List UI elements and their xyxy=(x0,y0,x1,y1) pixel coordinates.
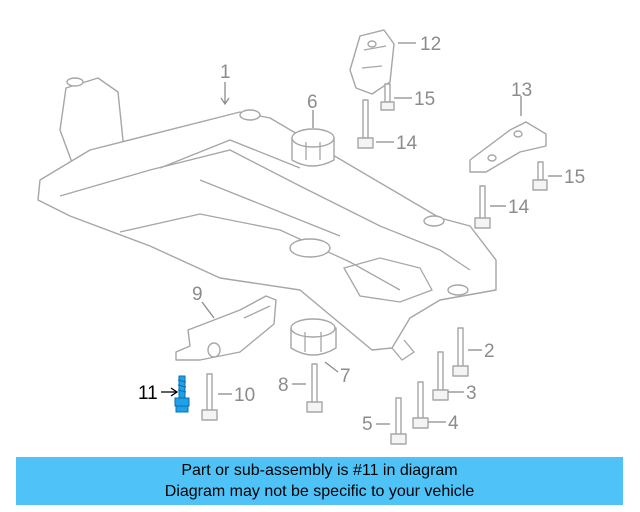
bolt-5 xyxy=(390,397,407,445)
mount-7 xyxy=(290,318,337,356)
bolt-15-right xyxy=(532,161,548,191)
callout-15-upper: 15 xyxy=(414,89,435,110)
leader-lines xyxy=(161,42,562,425)
bolt-8 xyxy=(306,363,323,413)
bolt-11-highlighted xyxy=(174,375,190,413)
info-banner: Part or sub-assembly is #11 in diagram D… xyxy=(16,457,623,505)
callouts: 1 12 15 6 14 13 15 14 9 2 3 4 5 7 8 10 1… xyxy=(138,34,585,435)
bolts xyxy=(201,83,548,445)
callout-4: 4 xyxy=(448,413,459,434)
callout-6: 6 xyxy=(307,92,318,113)
subframe xyxy=(37,77,497,361)
callout-5: 5 xyxy=(362,414,373,435)
callout-13: 13 xyxy=(511,80,532,101)
bolt-15-upper xyxy=(380,83,395,111)
callout-14-right: 14 xyxy=(508,197,530,218)
callout-1: 1 xyxy=(220,62,231,83)
bolt-4 xyxy=(412,381,429,429)
mount-6 xyxy=(291,128,335,167)
bolt-2 xyxy=(452,327,469,377)
callout-14-upper: 14 xyxy=(396,133,418,154)
callout-2: 2 xyxy=(484,341,495,362)
bracket-13 xyxy=(469,121,547,173)
callout-15-right: 15 xyxy=(564,167,585,188)
bracket-9 xyxy=(175,295,277,361)
bolt-14-upper xyxy=(357,99,374,149)
callout-7: 7 xyxy=(340,366,351,387)
bolt-10 xyxy=(201,373,218,421)
callout-9: 9 xyxy=(192,284,203,305)
banner-line-2: Diagram may not be specific to your vehi… xyxy=(164,483,475,500)
callout-11: 11 xyxy=(138,383,158,404)
callout-8: 8 xyxy=(278,375,289,396)
bolt-3 xyxy=(432,351,449,401)
mount-12 xyxy=(349,29,395,95)
callout-12: 12 xyxy=(420,34,441,55)
parts-diagram: 1 12 15 6 14 13 15 14 9 2 3 4 5 7 8 10 1… xyxy=(37,29,585,445)
callout-3: 3 xyxy=(466,383,477,404)
callout-10: 10 xyxy=(234,385,255,406)
banner-line-1: Part or sub-assembly is #11 in diagram xyxy=(181,462,458,479)
bolt-14-right xyxy=(474,185,491,229)
